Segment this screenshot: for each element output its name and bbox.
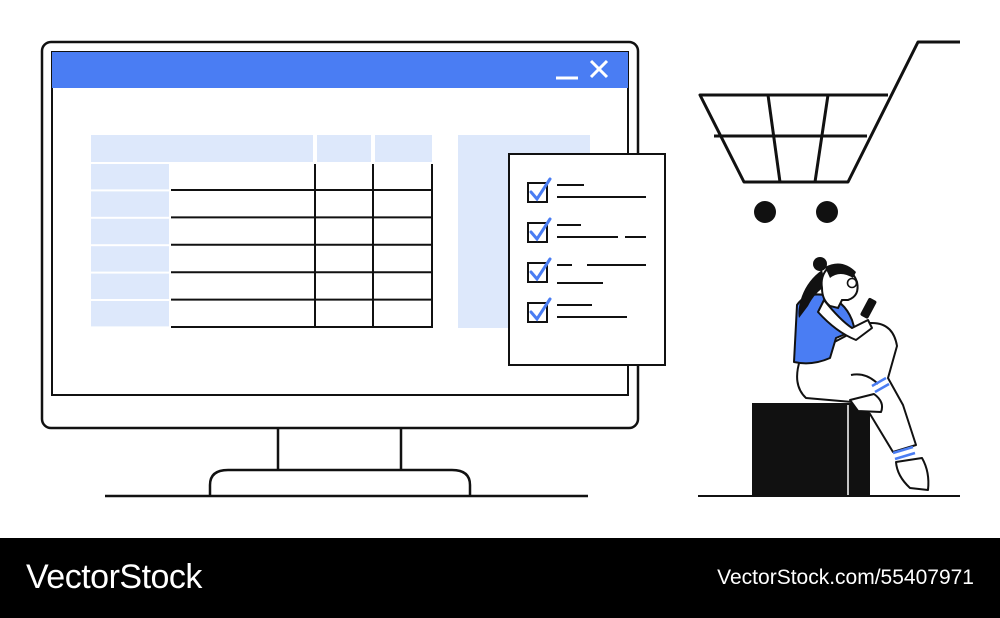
spreadsheet-table <box>91 135 433 328</box>
shoe <box>895 457 930 491</box>
shopping-cart-icon <box>698 40 960 223</box>
person-with-phone <box>698 257 960 497</box>
smartphone-icon <box>860 297 877 319</box>
hair-bun <box>813 257 827 271</box>
checklist-item <box>527 297 627 323</box>
checklist-item <box>527 257 646 284</box>
hair <box>798 270 826 318</box>
checkmark-icon <box>529 177 552 202</box>
close-icon[interactable] <box>589 59 609 79</box>
table-row-label <box>91 246 169 272</box>
table-header-cell <box>375 135 432 162</box>
checkmark-icon <box>529 217 552 242</box>
seat-block <box>752 403 870 497</box>
monitor-neck <box>276 428 403 470</box>
table-row-label <box>91 191 169 217</box>
image-reference: VectorStock.com/55407971 <box>717 566 974 589</box>
window-titlebar <box>52 52 628 88</box>
checkmark-icon <box>529 297 552 322</box>
arm <box>817 299 873 341</box>
table-row-label <box>91 164 169 190</box>
table-header-cell <box>317 135 371 162</box>
footer-bar: VectorStock VectorStock.com/55407971 <box>0 538 1000 618</box>
checklist-document <box>508 153 666 366</box>
table-row-label <box>91 273 169 299</box>
shoe <box>849 393 884 413</box>
table-row-label <box>91 301 169 327</box>
monitor-stand <box>208 468 472 496</box>
checklist-item <box>527 177 646 203</box>
table-row-label <box>91 218 169 245</box>
checkbox-checked-icon[interactable] <box>527 302 548 323</box>
brand-logo-text[interactable]: VectorStock <box>26 558 202 596</box>
checkbox-checked-icon[interactable] <box>527 262 548 283</box>
checklist-item <box>527 217 646 243</box>
illustration-scene <box>40 40 960 498</box>
checkmark-icon <box>529 257 552 282</box>
glasses <box>846 277 858 289</box>
checklist-paper <box>508 153 666 366</box>
table-header-cell <box>91 135 313 162</box>
checkbox-checked-icon[interactable] <box>527 222 548 243</box>
checkbox-checked-icon[interactable] <box>527 182 548 203</box>
